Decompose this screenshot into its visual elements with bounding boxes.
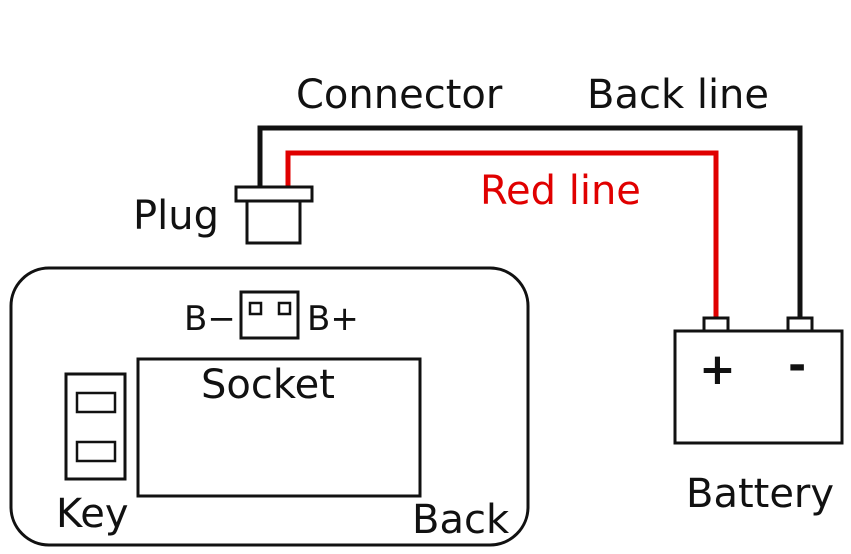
battery-minus-terminal (786, 316, 814, 333)
socket-area (136, 357, 422, 498)
key-block (64, 372, 127, 481)
b-minus-label: B− (184, 299, 236, 339)
back-line-label: Back line (587, 72, 769, 118)
battery-port (239, 290, 300, 340)
battery-label: Battery (686, 471, 834, 517)
minus-sign: - (788, 340, 806, 391)
battery-plus-terminal (702, 316, 730, 333)
red-line-label: Red line (480, 168, 641, 214)
plug (234, 185, 314, 245)
battery (673, 316, 844, 445)
b-plus-label: B+ (307, 299, 359, 339)
back-label: Back (412, 497, 510, 543)
connector-label: Connector (296, 72, 503, 118)
black-wire (257, 125, 803, 318)
plug-label: Plug (133, 193, 219, 239)
key-label: Key (56, 491, 129, 537)
red-wire (285, 150, 719, 318)
socket-label: Socket (201, 362, 335, 408)
plus-sign: + (699, 344, 736, 395)
